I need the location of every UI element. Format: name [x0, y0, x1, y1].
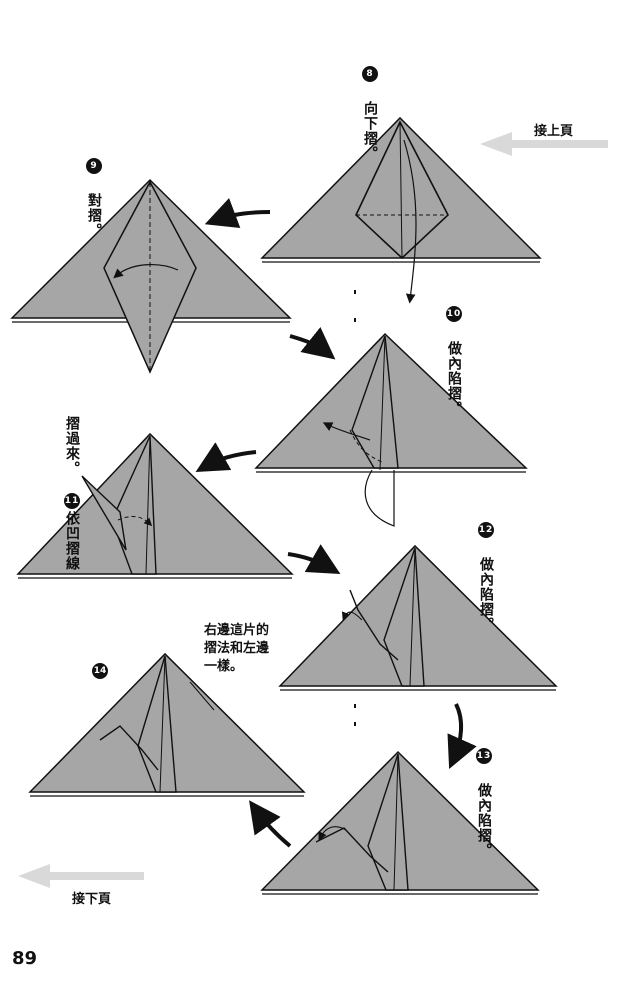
step-9-label: 9 對摺。 [86, 158, 102, 238]
next-page-link[interactable]: 接下頁 [72, 892, 112, 907]
next-page-arrow-icon [18, 864, 144, 888]
step-9-number: 9 [86, 158, 102, 174]
note-line-1: 右邊這片的 [204, 623, 270, 638]
step-13-label: 13 做內陷摺。 [476, 748, 492, 858]
step-9-instruction: 對摺。 [86, 193, 102, 238]
step-12-instruction: 做內陷摺。 [478, 557, 494, 632]
step-10-label: 10 做內陷摺。 [446, 306, 462, 416]
step-8-label: 8 向下摺。 [362, 66, 378, 161]
step-8-instruction: 向下摺。 [362, 101, 378, 161]
arrow-step11-to-12 [287, 544, 341, 574]
arrow-step12-to-13 [447, 703, 477, 769]
step-13-figure [260, 750, 540, 895]
right-flap-note: 右邊這片的 摺法和左邊 一樣。 [204, 622, 269, 676]
step-13-instruction: 做內陷摺。 [476, 783, 492, 858]
step-12-label: 12 做內陷摺。 [478, 522, 494, 632]
arrow-step8-to-9 [204, 197, 271, 228]
page-number: 89 [12, 948, 38, 969]
step-12-figure [278, 544, 558, 691]
flow-arrows [195, 197, 477, 848]
step-8-figure [260, 116, 542, 304]
step-11-instruction-line1: 依凹摺線 [64, 511, 80, 571]
arrow-step10-to-11 [195, 442, 257, 472]
separator-dots [354, 290, 356, 726]
arrow-step9-to-10 [289, 327, 336, 360]
step-10-number: 10 [446, 306, 462, 322]
step-10-instruction: 做內陷摺。 [446, 341, 462, 416]
step-9-figure [10, 178, 292, 374]
note-line-3: 一樣。 [204, 659, 244, 674]
prev-page-arrow-icon [480, 132, 608, 156]
step-11-figure [16, 432, 294, 579]
step-11-label: 摺過來。 11 依凹摺線 [64, 398, 80, 571]
step-14-label: 14 [92, 660, 108, 679]
prev-page-link[interactable]: 接上頁 [534, 124, 574, 139]
step-11-number: 11 [64, 493, 80, 509]
step-8-number: 8 [362, 66, 378, 82]
arrow-step13-to-14 [249, 800, 292, 848]
step-14-figure [28, 652, 306, 797]
step-14-number: 14 [92, 663, 108, 679]
step-13-number: 13 [476, 748, 492, 764]
step-11-instruction-line2: 摺過來。 [64, 416, 80, 476]
note-line-2: 摺法和左邊 [204, 641, 270, 656]
step-12-number: 12 [478, 522, 494, 538]
step-10-figure [254, 332, 528, 527]
